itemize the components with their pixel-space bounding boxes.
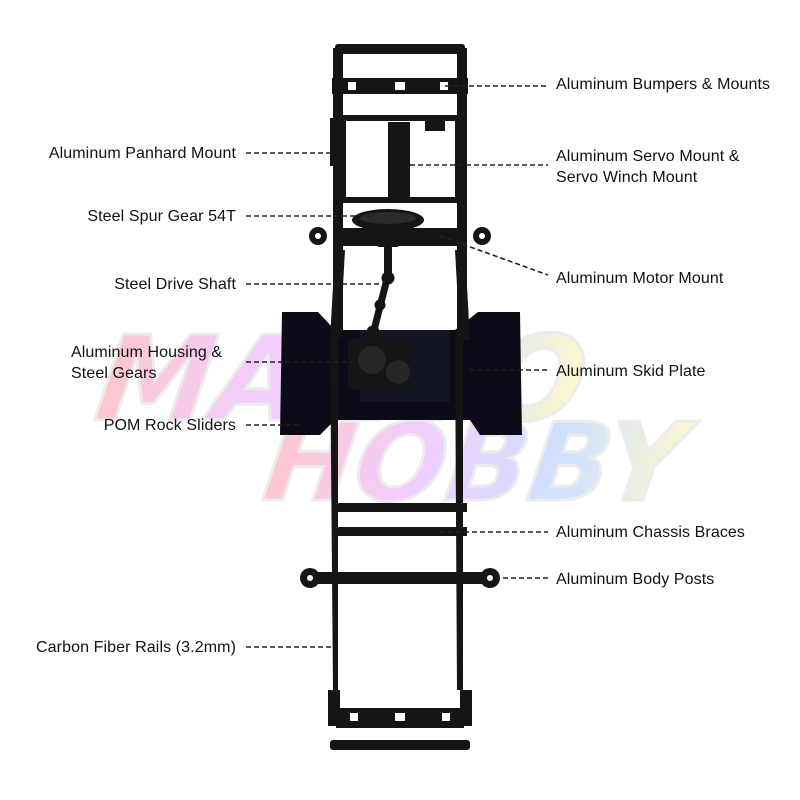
leader-lines-left bbox=[246, 152, 382, 648]
label-chassis-braces: Aluminum Chassis Braces bbox=[556, 524, 746, 541]
label-skid-plate: Aluminum Skid Plate bbox=[556, 363, 706, 380]
label-servo-mount: Aluminum Servo Mount & Servo Winch Mount bbox=[556, 146, 740, 188]
label-housing-gears-line2: Steel Gears bbox=[71, 365, 157, 382]
rear-bumper bbox=[328, 690, 472, 750]
front-bumper bbox=[332, 44, 468, 94]
label-drive-shaft: Steel Drive Shaft bbox=[114, 276, 236, 293]
drive-shaft bbox=[366, 244, 395, 342]
label-servo-mount-line2: Servo Winch Mount bbox=[556, 169, 698, 186]
label-servo-mount-line1: Aluminum Servo Mount & bbox=[556, 148, 740, 165]
leader-motor bbox=[439, 235, 549, 276]
rear-body-posts bbox=[300, 568, 500, 588]
transmission-housing bbox=[348, 338, 410, 390]
leader-lines-right bbox=[410, 85, 549, 579]
servo-mount bbox=[330, 115, 461, 203]
label-panhard-mount: Aluminum Panhard Mount bbox=[48, 145, 236, 162]
motor-mount bbox=[309, 227, 491, 246]
label-rock-sliders: POM Rock Sliders bbox=[103, 417, 236, 434]
label-housing-gears-line1: Aluminum Housing & bbox=[71, 344, 223, 361]
label-housing-gears: Aluminum Housing & Steel Gears bbox=[71, 342, 222, 384]
label-spur-gear: Steel Spur Gear 54T bbox=[87, 208, 236, 225]
label-body-posts: Aluminum Body Posts bbox=[556, 571, 715, 588]
label-motor-mount: Aluminum Motor Mount bbox=[556, 270, 724, 287]
label-carbon-rails: Carbon Fiber Rails (3.2mm) bbox=[36, 639, 236, 656]
spur-gear bbox=[352, 209, 424, 247]
label-bumpers-mounts: Aluminum Bumpers & Mounts bbox=[556, 76, 771, 93]
chassis-brace bbox=[333, 503, 467, 536]
